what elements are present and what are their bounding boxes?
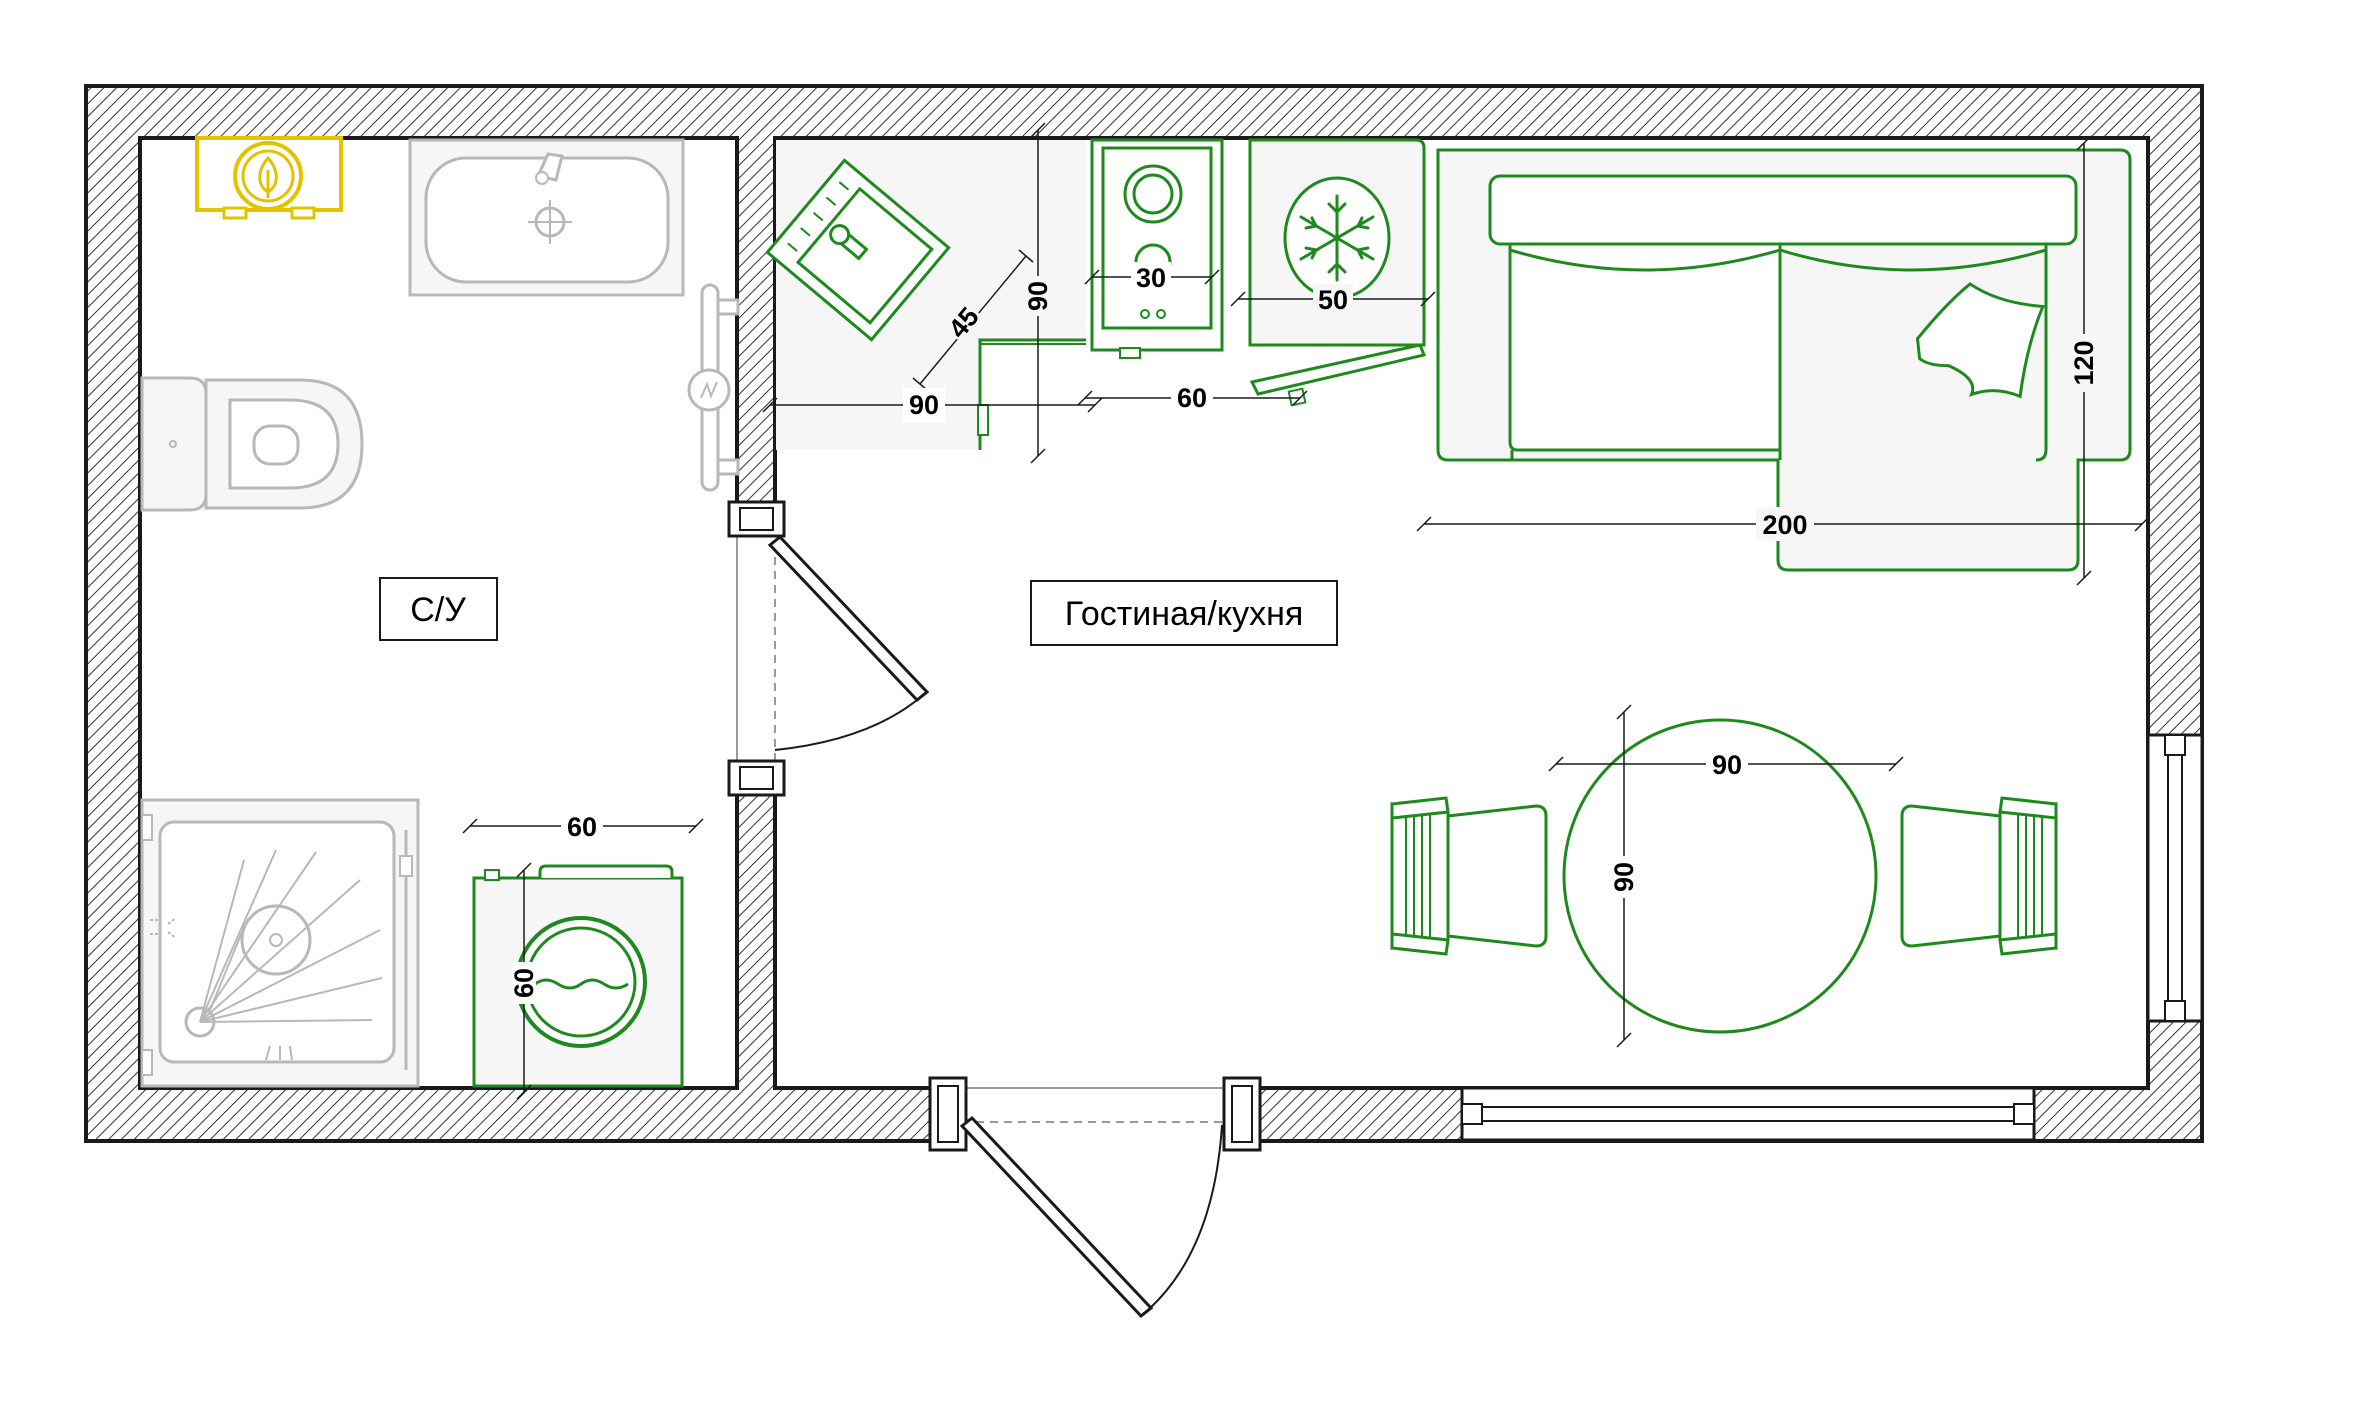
interior-door-opening [735, 515, 778, 766]
dim-stove-width: 30 [1136, 263, 1166, 293]
toilet-icon [140, 376, 364, 512]
washing-machine-icon [472, 864, 684, 1088]
dining-table-icon [1562, 718, 1878, 1034]
dim-stove-counter: 60 [1177, 383, 1207, 413]
window-bottom [1462, 1088, 2034, 1140]
living-label-box [1030, 580, 1338, 646]
dimension-labels: 45 90 90 60 30 50 200 120 90 90 60 60 [509, 262, 2099, 1004]
washbasin-icon [408, 138, 685, 297]
bathroom-label-box [379, 577, 498, 641]
dim-table-depth: 90 [1609, 862, 1639, 892]
sofa-icon [1436, 148, 2132, 572]
kitchen [765, 138, 1427, 450]
dim-table-width: 90 [1712, 750, 1742, 780]
dim-sofa-width: 200 [1762, 510, 1807, 540]
chair-left-icon [1390, 796, 1548, 956]
dim-fridge-width: 50 [1318, 285, 1348, 315]
interior-door[interactable] [767, 534, 930, 751]
dim-counter-width: 90 [909, 390, 939, 420]
doors [767, 534, 1223, 1319]
bathroom [140, 136, 740, 1088]
chair-right-icon [1900, 796, 2058, 956]
entrance-door[interactable] [959, 1115, 1223, 1319]
entrance-door-opening [962, 1086, 1237, 1143]
shower-icon [140, 798, 420, 1088]
fridge-icon [1248, 138, 1427, 407]
dim-washer-depth: 60 [509, 968, 539, 998]
bathroom-label: С/У [410, 591, 466, 629]
room-labels: С/У Гостиная/кухня [379, 577, 1338, 646]
walls [84, 84, 2204, 1152]
dim-counter-depth: 90 [1023, 281, 1053, 311]
window-right [2148, 735, 2202, 1021]
towel-heater-icon [687, 283, 740, 492]
water-heater-icon [195, 136, 343, 220]
dim-sofa-depth: 120 [2069, 340, 2099, 385]
kitchen-sink-icon [765, 158, 951, 342]
dim-washer-width: 60 [567, 812, 597, 842]
living-label: Гостиная/кухня [1065, 595, 1304, 633]
stove-icon [1090, 138, 1224, 359]
